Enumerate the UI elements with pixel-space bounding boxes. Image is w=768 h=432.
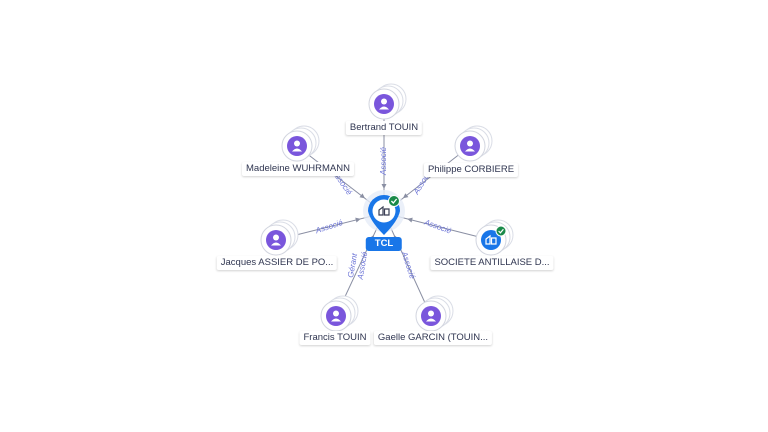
person-icon — [266, 230, 286, 250]
person-icon — [460, 136, 480, 156]
center-node[interactable] — [363, 190, 405, 235]
node-label[interactable]: Bertrand TOUIN — [345, 121, 423, 135]
center-label[interactable]: TCL — [365, 237, 403, 251]
node-label[interactable]: Jacques ASSIER DE PO... — [216, 256, 338, 270]
edge-arrow — [359, 193, 365, 199]
node-label[interactable]: Francis TOUIN — [299, 331, 371, 345]
edge-label: Associé — [314, 218, 345, 236]
edge-arrow — [402, 193, 409, 199]
edge-label: Gérant — [346, 252, 359, 278]
node-n5[interactable] — [320, 295, 359, 332]
company-icon — [481, 230, 501, 250]
node-label[interactable]: Philippe CORBIERE — [423, 163, 519, 177]
node-n4[interactable] — [415, 295, 454, 332]
edge-arrow — [407, 217, 413, 223]
edge-label: Associé — [379, 146, 388, 176]
node-n2[interactable] — [454, 125, 493, 162]
edge-label: Associé — [422, 217, 453, 236]
edge-label: Associé — [399, 250, 417, 281]
node-n6[interactable] — [260, 219, 299, 256]
node-label[interactable]: Madeleine WUHRMANN — [242, 162, 354, 176]
person-icon — [421, 306, 441, 326]
edge-arrow — [355, 217, 361, 223]
edge-arrow — [381, 184, 387, 189]
node-n3[interactable] — [475, 219, 514, 256]
nodes-layer — [260, 83, 514, 332]
person-icon — [374, 94, 394, 114]
person-icon — [326, 306, 346, 326]
node-n1[interactable] — [368, 83, 407, 120]
node-label[interactable]: Gaelle GARCIN (TOUIN... — [373, 331, 493, 345]
node-n7[interactable] — [281, 125, 320, 162]
verified-check-icon — [495, 225, 507, 237]
node-label[interactable]: SOCIETE ANTILLAISE D... — [430, 256, 554, 270]
company-icon — [378, 205, 390, 216]
person-icon — [287, 136, 307, 156]
verified-check-icon — [388, 195, 400, 207]
